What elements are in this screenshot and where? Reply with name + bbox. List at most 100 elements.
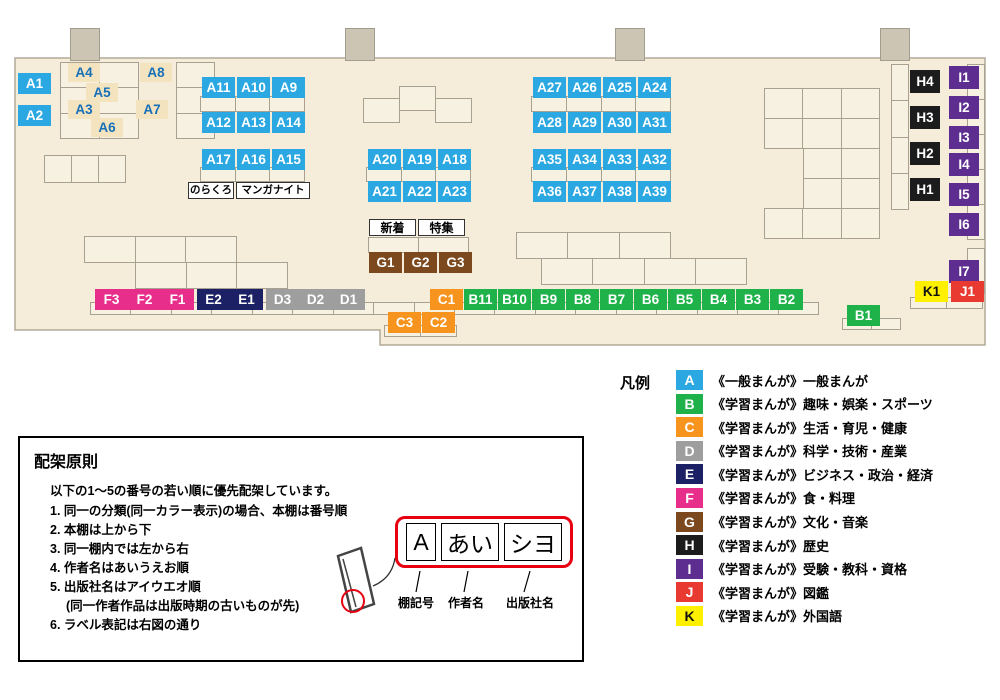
legend-category-name: 図鑑 [803,585,830,601]
shelf-label-K1: K1 [915,281,948,302]
shelf-label-B9: B9 [532,289,565,310]
shelf-cell [802,208,842,239]
legend-category-name: 文化・音楽 [803,515,869,531]
shelf-label-E1: E1 [230,289,263,310]
shelf-label-G1: G1 [369,252,402,273]
shelf-label-A29: A29 [568,112,601,133]
legend-label-B: 《学習まんが》趣味・娯楽・スポーツ [712,394,933,413]
shelf-label-D2: D2 [299,289,332,310]
shelf-cell [84,236,136,263]
shelf-label-B11: B11 [464,289,497,310]
shelf-label-A4: A4 [68,63,100,82]
legend-swatch-B: B [676,393,703,414]
shelf-label-G3: G3 [439,252,472,273]
legend-category-prefix: 《学習まんが》 [712,467,804,483]
legend-label-F: 《学習まんが》食・料理 [712,488,855,507]
legend-item-A: A《一般まんが》一般まんが [676,370,933,390]
shelf-cell [565,96,602,112]
legend-label-I: 《学習まんが》受験・教科・資格 [712,559,907,578]
spine-label-example: A あい シヨ [395,516,573,568]
shelf-cell [764,118,804,149]
legend-category-prefix: 《学習まんが》 [712,585,804,601]
legend-item-K: K《学習まんが》外国語 [676,605,933,626]
shelf-unit [891,64,909,210]
shelf-unit [135,262,288,289]
legend-label-A: 《一般まんが》一般まんが [712,371,868,390]
legend-item-J: J《学習まんが》図鑑 [676,582,933,603]
shelf-cell [694,258,747,285]
shelf-cell [840,208,880,239]
shelf-label-A25: A25 [603,77,636,98]
shelf-label-G2: G2 [404,252,437,273]
legend-item-B: B 《学習まんが》趣味・娯楽・スポーツ [676,393,933,414]
shelf-cell [236,262,288,289]
shelf-label-F3: F3 [95,289,128,310]
shelf-cell [764,88,804,119]
legend-category-name: 趣味・娯楽・スポーツ [803,397,933,413]
shelf-label-I3: I3 [949,126,979,149]
shelf-cell [841,148,880,179]
caption-shelf-code: 棚記号 [398,596,435,610]
shelf-unit [541,258,747,285]
shelf-cell [135,262,187,289]
shelf-unit [516,232,671,259]
shelf-label-A17: A17 [202,149,235,170]
shelf-label-A35: A35 [533,149,566,170]
shelf-label-A5: A5 [86,83,118,102]
shelf-label-F1: F1 [161,289,194,310]
shelf-cell [764,208,804,239]
shelf-unit [531,167,671,182]
shelf-cell [71,155,99,183]
shelf-cell [840,118,880,149]
example-shelf-code: A [406,523,436,561]
shelf-cell [592,258,645,285]
legend-label-G: 《学習まんが》文化・音楽 [712,512,868,531]
legend-item-I: I 《学習まんが》受験・教科・資格 [676,558,933,579]
shelf-label-I6: I6 [949,213,979,236]
shelf-cell [98,155,126,183]
legend-swatch-K: K [676,605,703,626]
shelf-unit [435,98,472,123]
caption-publisher: 出版社名 [506,596,555,610]
shelf-unit [44,155,126,183]
legend-category-prefix: 《学習まんが》 [712,515,804,531]
shelf-label-B2: B2 [770,289,803,310]
legend-item-H: H《学習まんが》歴史 [676,535,933,556]
legend-swatch-I: I [676,558,703,579]
shelf-label-B1: B1 [847,305,880,326]
shelf-label-A7: A7 [136,100,168,119]
shelf-label-A18: A18 [438,149,471,170]
legend-label-J: 《学習まんが》図鑑 [712,583,829,602]
book-icon [336,546,396,614]
shelf-label-A2: A2 [18,105,51,126]
legend-category-name: 歴史 [803,538,830,554]
example-publisher: シヨ [504,523,562,561]
shelf-label-C2: C2 [422,312,455,333]
shelf-label-I7: I7 [949,260,979,283]
legend-category-name: ビジネス・政治・経済 [803,467,934,483]
caption-author: 作者名 [448,596,485,610]
shelf-cell [541,258,594,285]
shelf-label-A20: A20 [368,149,401,170]
shelf-cell [635,96,671,112]
shelf-label-A30: A30 [603,112,636,133]
shelf-label-A10: A10 [237,77,270,98]
shelf-unit [200,96,305,112]
rule-line: 2. 本棚は上から下 [50,523,152,537]
legend-swatch-D: D [676,440,703,461]
rule-line: 4. 作者名はあいうえお順 [50,561,189,575]
legend-label-H: 《学習まんが》歴史 [712,536,829,555]
legend-category-prefix: 《学習まんが》 [712,562,804,578]
shelf-cell [891,64,909,102]
shelf-label-B5: B5 [668,289,701,310]
shelf-cell [269,96,305,112]
principles-box: 配架原則 以下の1〜5の番号の若い順に優先配架しています。 1. 同一の分類(同… [18,436,584,662]
shelf-label-のらくろ: のらくろ [188,182,234,199]
shelf-cell [516,232,569,259]
shelf-cell [368,237,419,253]
legend-category-prefix: 《学習まんが》 [712,538,804,554]
principles-intro: 以下の1〜5の番号の若い順に優先配架しています。 [50,484,338,498]
shelf-label-B3: B3 [736,289,769,310]
